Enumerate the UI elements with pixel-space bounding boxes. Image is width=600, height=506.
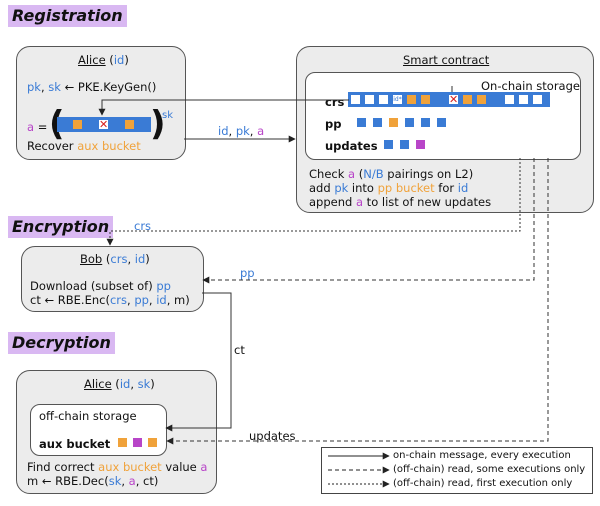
updates-label: updates bbox=[325, 139, 378, 153]
crs-label: crs bbox=[325, 95, 345, 109]
arrow-crs-to-a bbox=[98, 99, 349, 116]
crs-vector-square-empty bbox=[505, 95, 514, 104]
edge-label-crs: crs bbox=[134, 219, 152, 233]
pp-vector-square-blue bbox=[405, 118, 414, 127]
arrow-ct-to-alice bbox=[165, 292, 232, 432]
crs-vector-square-empty bbox=[533, 95, 542, 104]
a-vector-cross-icon: ✕ bbox=[99, 118, 109, 131]
crs-vector-square-empty bbox=[365, 95, 374, 104]
section-encryption: Encryption bbox=[8, 216, 114, 238]
legend-dashed-text: (off-chain) read, some executions only bbox=[393, 464, 586, 475]
arrow-crs-to-bob bbox=[106, 158, 521, 246]
pp-vector-square-blue bbox=[373, 118, 382, 127]
crs-vector-square-empty bbox=[351, 95, 360, 104]
contract-check-line: Check a (N/B pairings on L2) bbox=[309, 167, 474, 181]
updates-vector-square-blue bbox=[384, 140, 393, 149]
onchain-storage-box bbox=[305, 72, 581, 160]
updates-vector-square-purple bbox=[416, 140, 425, 149]
crs-vector-id-star-cell: id* bbox=[393, 95, 402, 104]
crs-vector-square-orange bbox=[407, 95, 416, 104]
crs-vector-cross-icon: ✕ bbox=[449, 93, 459, 106]
a-vector-square-blue bbox=[138, 120, 147, 129]
crs-vector-square-blue bbox=[491, 95, 500, 104]
a-vector-square-blue bbox=[86, 120, 95, 129]
crs-vector-square-empty bbox=[519, 95, 528, 104]
legend-dotted-text: (off-chain) read, first execution only bbox=[393, 478, 573, 489]
decrypt-line: m ← RBE.Dec(sk, a, ct) bbox=[27, 474, 159, 488]
aux-vector-square-orange bbox=[148, 438, 157, 447]
bob-title: Bob (crs, id) bbox=[80, 252, 150, 266]
edge-label-pp: pp bbox=[240, 266, 255, 280]
a-vector-square-blue bbox=[60, 120, 69, 129]
updates-vector-square-blue bbox=[400, 140, 409, 149]
crs-vector-square-blue bbox=[435, 95, 444, 104]
alice-registration-title: Alice (id) bbox=[78, 53, 129, 67]
legend-solid-text: on-chain message, every execution bbox=[393, 450, 571, 461]
onchain-storage-title: On-chain storage bbox=[481, 79, 580, 93]
a-vector-square-blue bbox=[112, 120, 121, 129]
edge-label-updates: updates bbox=[249, 429, 296, 443]
aux-vector-square-orange bbox=[118, 438, 127, 447]
section-decryption: Decryption bbox=[8, 332, 115, 354]
aux-vector-square-purple bbox=[133, 438, 142, 447]
contract-append-line: append a to list of new updates bbox=[309, 195, 492, 209]
a-assignment-label: a = bbox=[27, 120, 48, 134]
offchain-storage-box bbox=[30, 404, 167, 456]
bob-download-line: Download (subset of) pp bbox=[30, 279, 171, 293]
find-aux-line: Find correct aux bucket value a bbox=[27, 460, 208, 474]
alice-decryption-title: Alice (id, sk) bbox=[84, 377, 155, 391]
recover-line: Recover aux bucket bbox=[27, 139, 141, 153]
pp-label: pp bbox=[325, 117, 342, 131]
a-vector-square-orange bbox=[125, 120, 134, 129]
bob-box bbox=[21, 246, 204, 312]
sk-superscript: sk bbox=[162, 110, 174, 121]
alice-registration-box bbox=[16, 46, 186, 160]
edge-label-ct: ct bbox=[234, 343, 245, 357]
section-registration: Registration bbox=[8, 5, 127, 27]
pp-vector-square-blue bbox=[421, 118, 430, 127]
crs-vector-square-orange bbox=[463, 95, 472, 104]
contract-add-line: add pk into pp bucket for id bbox=[309, 181, 469, 195]
pp-vector-square-blue bbox=[357, 118, 366, 127]
pp-vector-square-orange bbox=[389, 118, 398, 127]
smart-contract-title: Smart contract bbox=[403, 53, 490, 67]
arrow-updates-to-alice bbox=[166, 158, 549, 445]
msg-id-pk-a: id, pk, a bbox=[218, 124, 265, 138]
arrow-pp-to-bob bbox=[202, 158, 535, 284]
a-vector-square-orange bbox=[73, 120, 82, 129]
aux-bucket-label: aux bucket bbox=[39, 437, 111, 451]
pp-vector-square-blue bbox=[437, 118, 446, 127]
offchain-storage-title: off-chain storage bbox=[39, 409, 137, 423]
crs-vector-square-empty bbox=[379, 95, 388, 104]
left-paren: ( bbox=[49, 107, 65, 141]
keygen-line: pk, sk ← PKE.KeyGen() bbox=[27, 80, 157, 94]
bob-encrypt-line: ct ← RBE.Enc(crs, pp, id, m) bbox=[30, 293, 190, 307]
crs-vector-square-orange bbox=[421, 95, 430, 104]
right-paren: ) bbox=[150, 104, 166, 144]
crs-vector-square-orange bbox=[477, 95, 486, 104]
